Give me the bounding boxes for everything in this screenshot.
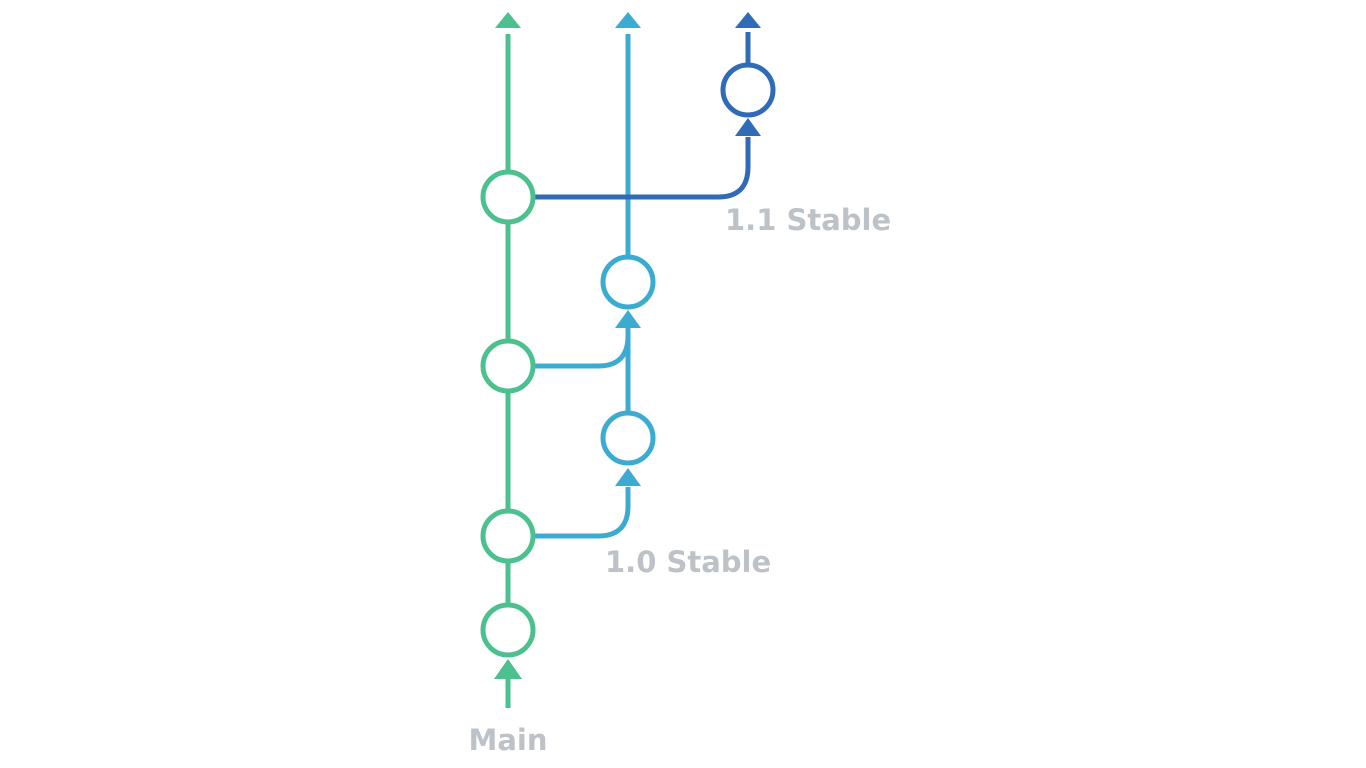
stable-1-0-merge [534,328,631,369]
stable-1-0-fork [534,487,631,539]
main-commit-node-3 [480,338,536,394]
stable-1-0-commit-node-1 [600,410,656,466]
main-commit-node-1 [480,602,536,658]
main-branch-arrow-up [495,12,521,28]
stable-1-0-arrow-up [615,12,641,28]
stable-1-1-arrow-up [735,12,761,28]
stable-1-0-arrow-2 [615,310,641,328]
stable-1-1-label: 1.1 Stable [725,203,891,237]
stable-1-0-branch [534,12,641,539]
stable-1-0-arrow-1 [615,468,641,486]
main-branch-arrow-in [494,659,522,679]
stable-1-0-commit-node-2 [600,254,656,310]
stable-1-1-fork [534,137,751,200]
main-commit-node-2 [480,508,536,564]
main-commit-node-4 [480,169,536,225]
stable-1-1-branch [534,12,761,200]
stable-1-1-arrow-1 [735,118,761,136]
stable-1-0-label: 1.0 Stable [605,545,771,579]
stable-1-1-commit-node-1 [720,62,776,118]
main-branch-label: Main [468,723,547,757]
